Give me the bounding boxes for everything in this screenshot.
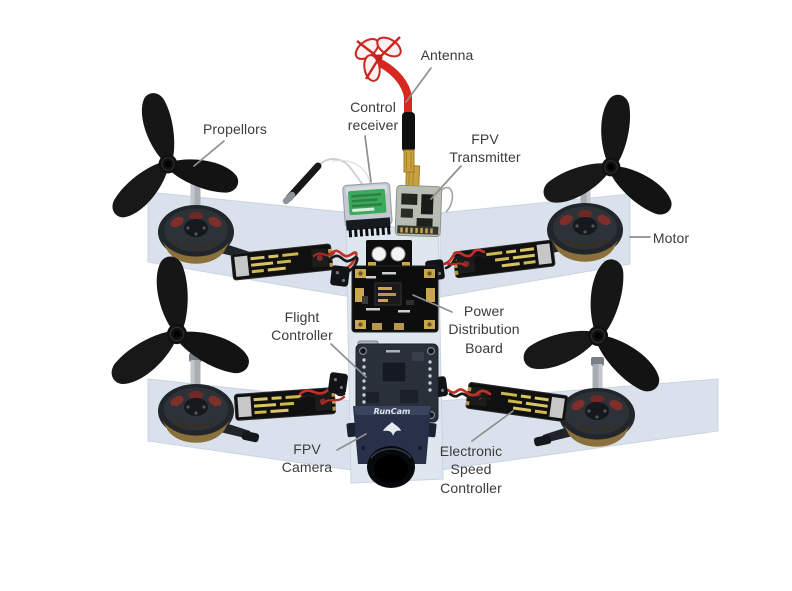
- label-flight-controller-line: Flight: [284, 309, 320, 325]
- label-fpv-camera-line: Camera: [281, 459, 333, 476]
- label-flight-controller: Flight Controller: [252, 308, 352, 345]
- label-propellors: Propellors: [189, 120, 281, 138]
- label-electronic-speed-controller: Electronic Speed Controller: [411, 442, 531, 497]
- leader-esc: [471, 410, 514, 442]
- leader-fpv-transmitter: [430, 165, 462, 200]
- leader-pdb: [412, 294, 453, 313]
- power-distribution-board: [351, 240, 439, 333]
- leader-flight-controller: [330, 343, 367, 378]
- label-flight-controller-line: Controller: [271, 327, 333, 344]
- label-control-receiver-line: receiver: [347, 117, 399, 134]
- esc-wiring: [298, 248, 492, 406]
- label-antenna-line: Antenna: [420, 47, 474, 63]
- camera-brand-text: RunCam: [374, 407, 411, 416]
- label-fpv-transmitter-line: Transmitter: [449, 149, 521, 166]
- leader-antenna: [405, 67, 432, 103]
- camera-logo: [383, 422, 401, 436]
- label-propellors-line: Propellors: [202, 121, 268, 137]
- label-control-receiver: Control receiver: [327, 98, 419, 135]
- leader-propellors: [193, 140, 225, 167]
- wires-bottom-left: [298, 371, 349, 406]
- label-esc-line: Speed: [450, 461, 492, 478]
- flight-controller: [355, 340, 439, 423]
- wires-top-right: [424, 248, 486, 282]
- leader-fpv-camera: [336, 433, 367, 451]
- leader-lines: [193, 67, 651, 451]
- label-motor: Motor: [645, 229, 697, 247]
- label-pdb-line: Distribution: [448, 321, 520, 338]
- leader-control-receiver: [364, 135, 372, 183]
- fpv-camera: RunCam: [346, 406, 437, 488]
- antenna-sleeve: [402, 112, 415, 152]
- label-antenna: Antenna: [401, 46, 493, 64]
- label-fpv-camera: FPV Camera: [262, 440, 352, 477]
- wires-top-left: [312, 249, 359, 288]
- label-fpv-transmitter: FPV Transmitter: [433, 130, 537, 167]
- label-pdb-line: Power: [463, 303, 505, 319]
- fpv-transmitter: [394, 165, 454, 238]
- antenna-sma-connector: [403, 149, 415, 173]
- label-fpv-transmitter-line: FPV: [471, 131, 499, 147]
- label-motor-line: Motor: [652, 230, 690, 246]
- label-power-distribution-board: Power Distribution Board: [428, 302, 540, 357]
- label-esc-line: Controller: [440, 479, 502, 496]
- label-pdb-line: Board: [465, 339, 503, 356]
- wires-bottom-right: [427, 375, 492, 401]
- antenna: [354, 36, 415, 173]
- label-esc-line: Electronic: [439, 443, 503, 459]
- label-fpv-camera-line: FPV: [293, 441, 321, 457]
- control-receiver: [282, 158, 393, 238]
- label-control-receiver-line: Control: [350, 99, 396, 115]
